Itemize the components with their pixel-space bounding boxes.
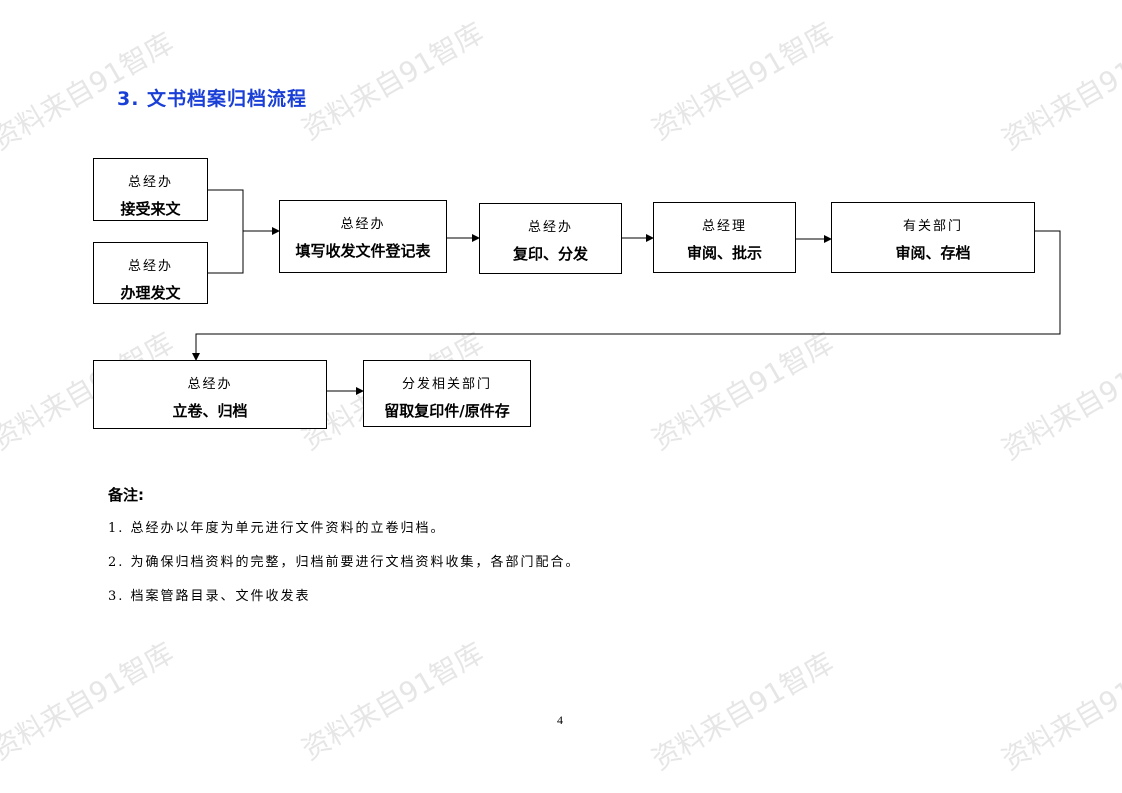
box-action: 填写收发文件登记表 [295,242,431,260]
flow-box-register: 总经办 填写收发文件登记表 [279,200,447,273]
box-dept: 总经办 [127,259,173,274]
flow-box-send: 总经办 办理发文 [93,242,208,304]
flow-box-receive: 总经办 接受来文 [93,158,208,221]
flow-box-depts: 有关部门 审阅、存档 [831,202,1035,273]
box-dept: 总经办 [340,217,386,232]
box-action: 接受来文 [120,200,181,218]
note-item: 1. 总经办以年度为单元进行文件资料的立卷归档。 [108,521,446,536]
flow-box-filing: 总经办 立卷、归档 [93,360,327,429]
box-dept: 总经办 [127,175,173,190]
box-action: 留取复印件/原件存 [384,402,510,420]
note-item: 3. 档案管路目录、文件收发表 [108,589,311,604]
flow-box-distribute: 分发相关部门 留取复印件/原件存 [363,360,531,427]
connector-merge [208,189,244,274]
box-action: 复印、分发 [512,245,588,263]
box-dept: 总经理 [701,219,747,234]
flow-box-review: 总经理 审阅、批示 [653,202,796,273]
box-action: 审阅、存档 [895,244,971,262]
box-action: 办理发文 [120,284,181,302]
box-dept: 总经办 [187,377,233,392]
box-action: 审阅、批示 [686,244,762,262]
section-title: 3. 文书档案归档流程 [117,88,308,110]
box-dept: 分发相关部门 [401,377,492,392]
flow-box-copy: 总经办 复印、分发 [479,203,622,274]
note-item: 2. 为确保归档资料的完整，归档前要进行文档资料收集，各部门配合。 [108,555,581,570]
box-action: 立卷、归档 [172,402,248,420]
notes-heading: 备注: [108,486,144,504]
box-dept: 有关部门 [902,219,963,234]
arrow-to-filing [192,230,1061,361]
page-number: 4 [557,713,563,727]
box-dept: 总经办 [527,220,573,235]
